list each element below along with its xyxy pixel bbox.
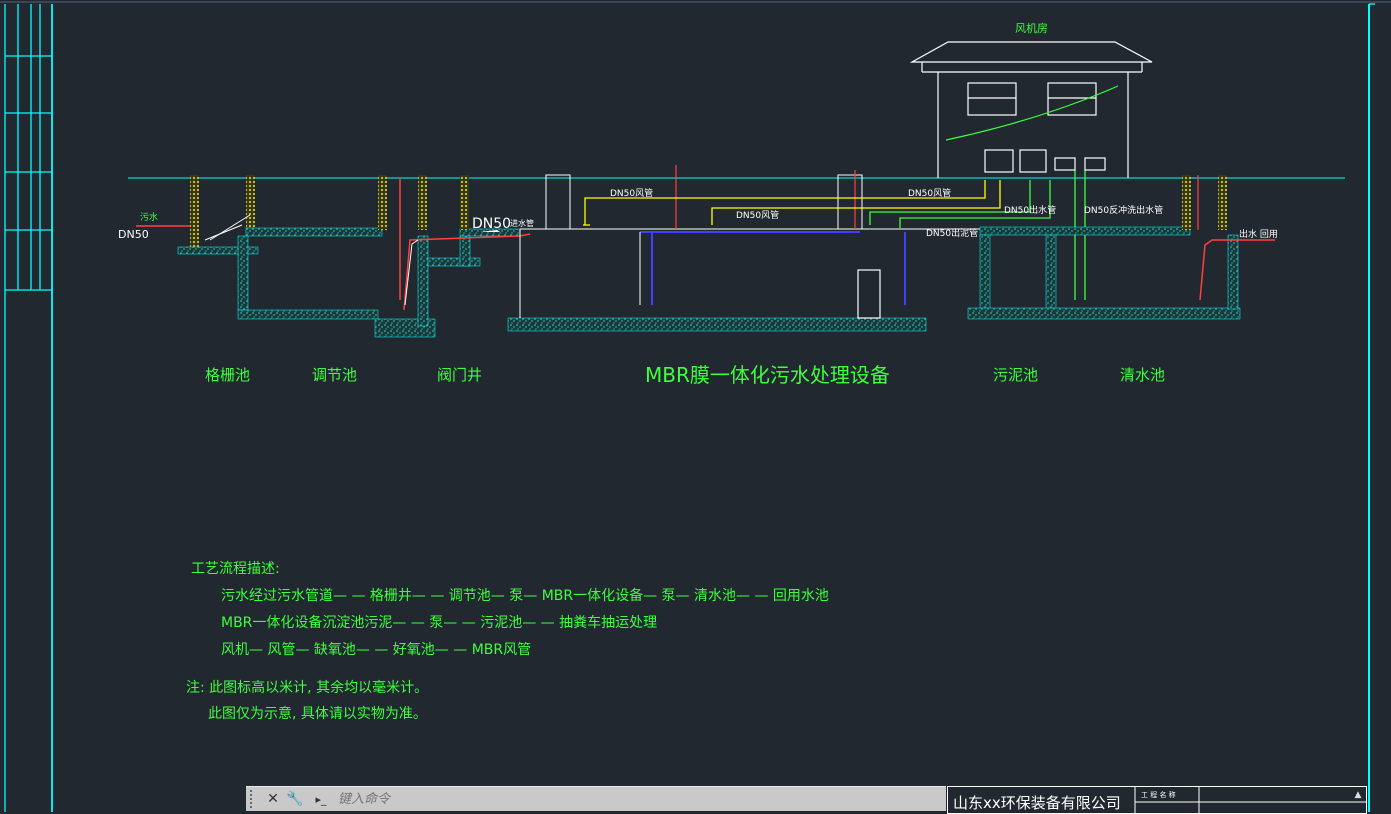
inflow-pipe-inner [404,239,419,306]
close-icon[interactable]: ✕ [267,791,279,807]
station-label-valve-well: 阀门井 [437,366,483,384]
scroll-up-icon[interactable]: ▲ [1354,790,1362,800]
note-line-2: 此图仅为示意, 具体请以实物为准。 [208,706,427,722]
process-line-1: 污水经过污水管道— — 格栅井— — 调节池— 泵— MBR一体化设备— 泵— … [221,588,829,604]
valve-well [427,228,521,267]
clear-pit-brick-2 [1218,175,1227,230]
sludge-clear-pits [967,226,1241,320]
blower-room [909,41,1153,178]
title-block: 山东xx环保装备有限公司 工 程 名 称 [947,786,1367,814]
air-pipes [583,180,1001,226]
screen-pit [136,175,259,255]
note-line-1: 注: 此图标高以米计, 其余均以毫米计。 [186,680,429,696]
valve-well-brick [460,175,469,230]
inflow-pipe [403,233,531,311]
station-label-mbr: MBR膜一体化污水处理设备 [645,363,890,387]
title-block-company: 山东xx环保装备有限公司 [953,794,1121,812]
drag-grip-icon[interactable] [250,790,260,808]
title-block-project-label: 工 程 名 称 [1141,791,1176,799]
station-label-screen: 格栅池 [205,366,251,384]
station-label-equalization: 调节池 [312,366,358,384]
process-title: 工艺流程描述: [191,561,280,577]
station-label-sludge: 污泥池 [993,366,1039,384]
label-dn50-backwash: DN50反冲洗出水管 [1084,204,1163,216]
label-dn50-outlet: DN50出水管 [1004,204,1056,216]
process-description: 工艺流程描述: 污水经过污水管道— — 格栅井— — 调节池— 泵— MBR一体… [191,556,829,664]
drawing-labels: 风机房 污水 DN50 DN50 进水管 DN50风管 DN50风管 DN50风… [118,21,1278,241]
label-inflow-pipe: 进水管 [510,218,534,228]
label-dn50-air-right: DN50风管 [908,187,951,199]
label-sewage: 污水 [140,211,158,223]
mbr-tank [507,165,980,332]
equalization-pit [237,227,436,338]
station-label-clear-water: 清水池 [1120,366,1166,384]
eq-pit-brick-wall [378,175,387,230]
notes: 注: 此图标高以米计, 其余均以毫米计。 此图仅为示意, 具体请以实物为准。 [186,675,428,727]
reuse-pipe [1199,239,1275,301]
label-dn50-inlet: DN50 [118,228,149,241]
label-out-water-reuse: 出水 回用 [1239,228,1278,240]
eq-pit-brick-wall-2 [418,175,427,230]
process-line-3: 风机— 风管— 缺氧池— — 好氧池— — MBR风管 [221,642,532,658]
command-input[interactable] [336,788,946,810]
command-line-bar: ✕ 🔧 ▸_ [246,786,946,811]
wrench-icon[interactable]: 🔧 [286,791,304,807]
command-prompt-icon[interactable]: ▸_ [315,792,327,806]
label-dn50-air-mid: DN50风管 [736,209,779,221]
label-dn50-sludge: DN50出泥管 [926,227,978,239]
label-dn50-air-left: DN50风管 [610,187,653,199]
clear-pit-brick [1182,175,1191,230]
label-dn50-inflow: DN50 [472,216,511,232]
label-blower-room: 风机房 [1015,21,1048,35]
process-line-2: MBR一体化设备沉淀池污泥— — 泵— — 污泥池— — 抽粪车抽运处理 [221,615,658,631]
